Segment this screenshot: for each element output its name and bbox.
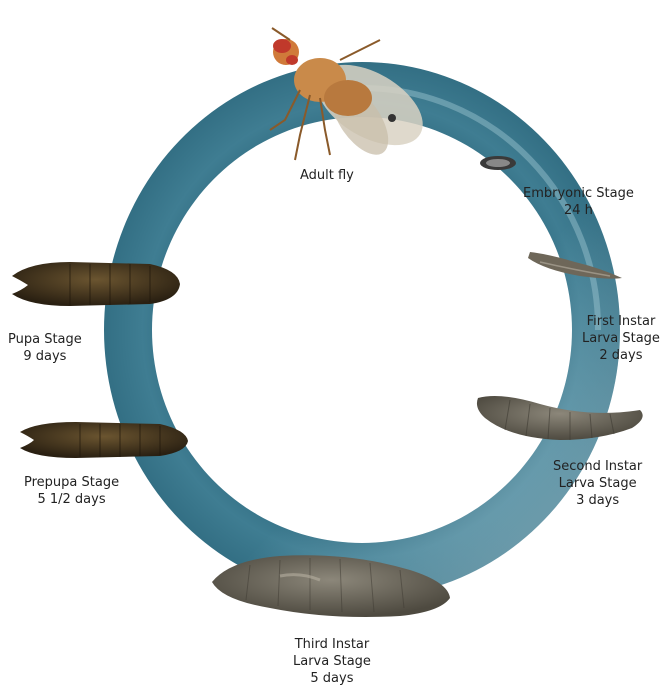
pupa-duration: 9 days xyxy=(8,348,82,365)
label-pupa: Pupa Stage 9 days xyxy=(8,331,82,365)
third-instar-title: Third Instar xyxy=(293,636,371,653)
pupa-title: Pupa Stage xyxy=(8,331,82,348)
second-instar-duration: 3 days xyxy=(553,492,642,509)
embryonic-stage-title: Embryonic Stage xyxy=(523,185,634,202)
prepupa-duration: 5 1/2 days xyxy=(24,491,119,508)
second-instar-title: Second Instar xyxy=(553,458,642,475)
label-embryonic-stage: Embryonic Stage 24 h xyxy=(523,185,634,219)
first-instar-title: First Instar xyxy=(582,313,660,330)
third-instar-duration: 5 days xyxy=(293,670,371,687)
prepupa-title: Prepupa Stage xyxy=(24,474,119,491)
label-adult-fly: Adult fly xyxy=(300,167,354,184)
prepupa-icon xyxy=(20,422,188,458)
adult-fly-text: Adult fly xyxy=(300,167,354,184)
first-instar-subtitle: Larva Stage xyxy=(582,330,660,347)
pupa-icon xyxy=(12,262,180,306)
label-third-instar: Third Instar Larva Stage 5 days xyxy=(293,636,371,687)
second-instar-subtitle: Larva Stage xyxy=(553,475,642,492)
embryonic-stage-duration: 24 h xyxy=(523,202,634,219)
first-instar-duration: 2 days xyxy=(582,347,660,364)
label-first-instar: First Instar Larva Stage 2 days xyxy=(582,313,660,364)
label-prepupa: Prepupa Stage 5 1/2 days xyxy=(24,474,119,508)
third-instar-subtitle: Larva Stage xyxy=(293,653,371,670)
label-second-instar: Second Instar Larva Stage 3 days xyxy=(553,458,642,509)
embryo-icon xyxy=(480,156,516,170)
